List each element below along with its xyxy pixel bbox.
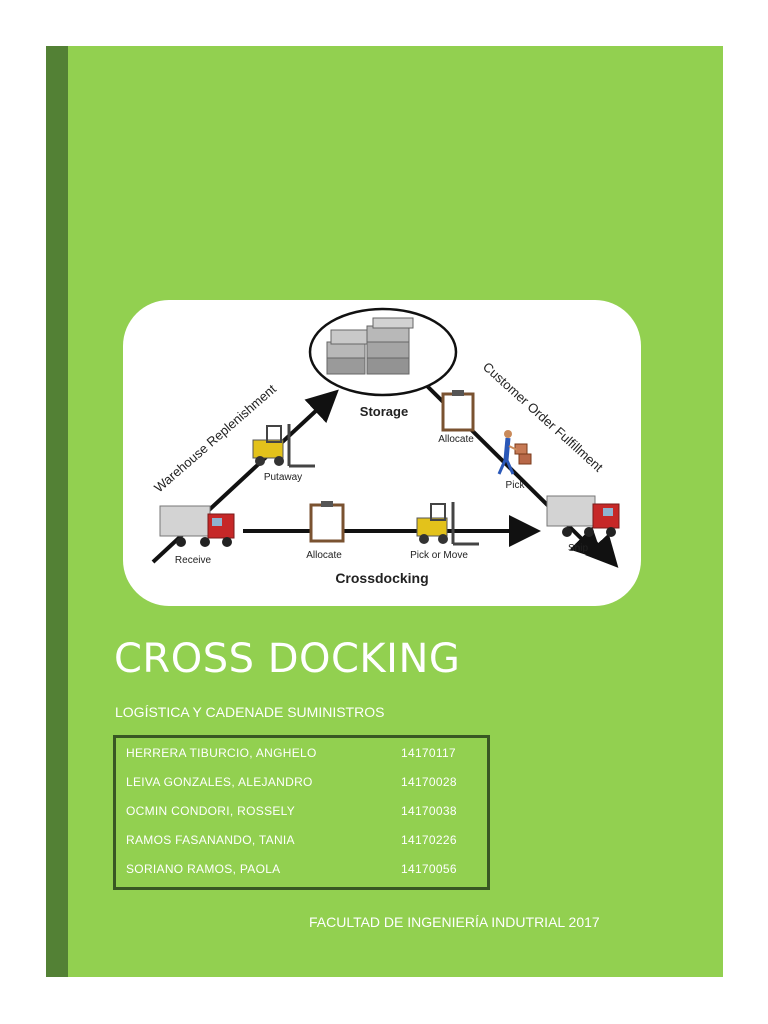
member-code: 14170038 xyxy=(401,804,457,818)
member-row: LEIVA GONZALES, ALEJANDRO 14170028 xyxy=(126,775,486,793)
member-name: HERRERA TIBURCIO, ANGHELO xyxy=(126,746,317,760)
member-row: RAMOS FASANANDO, TANIA 14170226 xyxy=(126,833,486,851)
picker-icon xyxy=(497,430,532,475)
document-title: CROSS DOCKING xyxy=(114,636,461,682)
forklift-icon xyxy=(416,502,479,546)
pick-label: Pick xyxy=(506,480,526,491)
crossdocking-label: Crossdocking xyxy=(335,570,428,586)
member-row: SORIANO RAMOS, PAOLA 14170056 xyxy=(126,862,486,880)
warehouse-replenishment-label: Warehouse Replenishment xyxy=(151,381,279,495)
putaway-label: Putaway xyxy=(264,472,302,483)
document-subtitle: LOGÍSTICA Y CADENADE SUMINISTROS xyxy=(115,704,385,720)
member-name: SORIANO RAMOS, PAOLA xyxy=(126,862,281,876)
member-row: HERRERA TIBURCIO, ANGHELO 14170117 xyxy=(126,746,486,764)
storage-node: Storage xyxy=(308,307,458,419)
allocate-top-label: Allocate xyxy=(438,434,474,445)
member-code: 14170117 xyxy=(401,746,456,760)
member-code: 14170226 xyxy=(401,833,457,847)
member-name: LEIVA GONZALES, ALEJANDRO xyxy=(126,775,313,789)
crossdocking-diagram: Storage Warehouse Replenishment Customer… xyxy=(123,300,641,606)
clipboard-icon xyxy=(309,501,345,543)
faculty-footer: FACULTAD DE INGENIERÍA INDUTRIAL 2017 xyxy=(309,914,600,930)
clipboard-icon xyxy=(441,390,475,432)
member-code: 14170056 xyxy=(401,862,457,876)
ship-truck-icon xyxy=(546,495,620,537)
forklift-icon xyxy=(252,424,315,468)
member-name: OCMIN CONDORI, ROSSELY xyxy=(126,804,296,818)
allocate-bottom-label: Allocate xyxy=(306,550,342,561)
member-name: RAMOS FASANANDO, TANIA xyxy=(126,833,295,847)
storage-boxes-icon xyxy=(326,317,414,375)
member-code: 14170028 xyxy=(401,775,457,789)
storage-label: Storage xyxy=(360,404,408,419)
member-row: OCMIN CONDORI, ROSSELY 14170038 xyxy=(126,804,486,822)
members-table: HERRERA TIBURCIO, ANGHELO 14170117 LEIVA… xyxy=(113,735,490,890)
receive-label: Receive xyxy=(175,555,212,566)
cover-side-stripe xyxy=(46,46,68,977)
receive-truck-icon xyxy=(159,505,235,547)
pick-or-move-label: Pick or Move xyxy=(410,550,468,561)
ship-label: Ship xyxy=(568,543,588,554)
